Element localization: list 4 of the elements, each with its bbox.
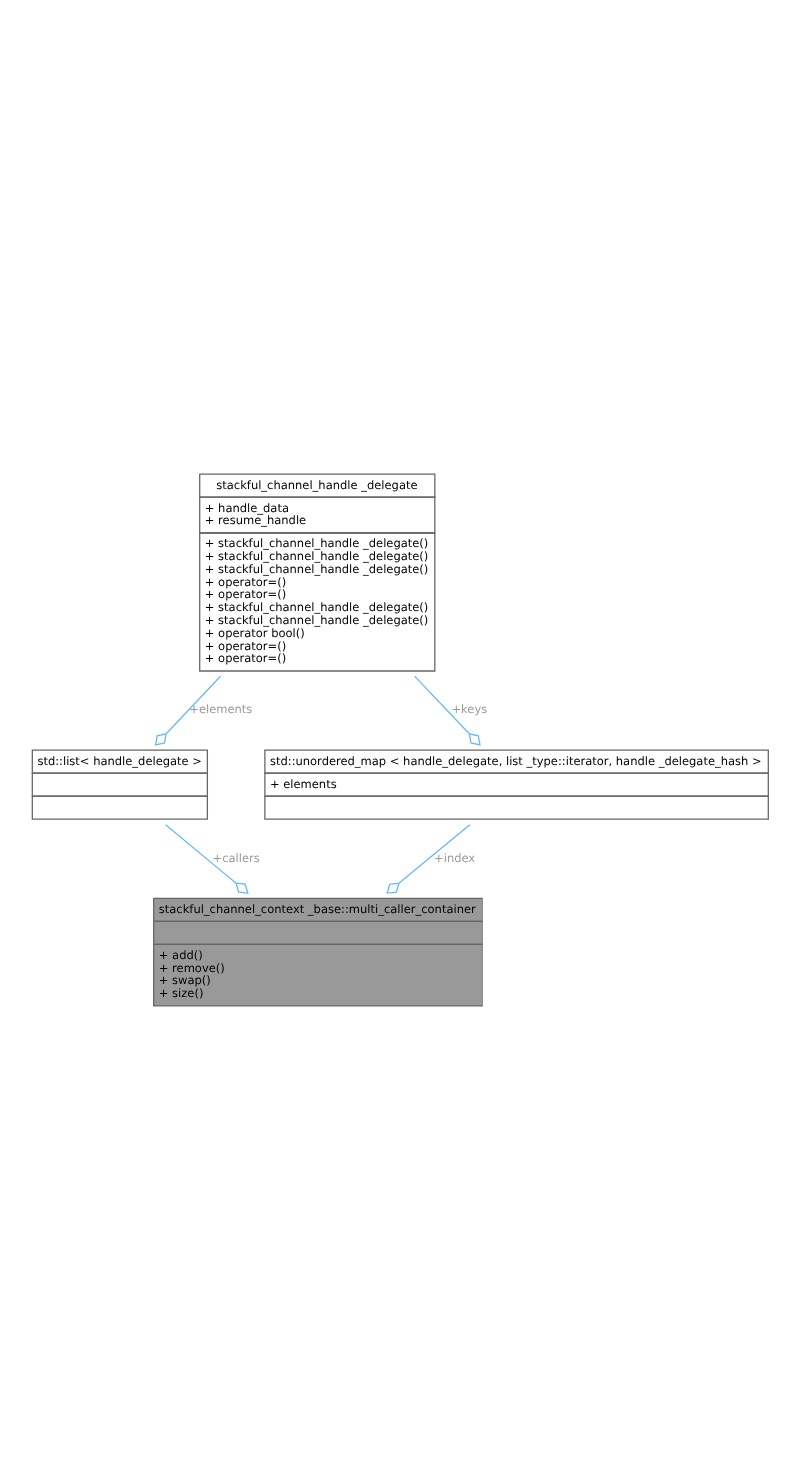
connector: [154, 674, 222, 745]
connector: [165, 823, 249, 893]
connector: [413, 674, 481, 745]
connector: [386, 823, 471, 893]
